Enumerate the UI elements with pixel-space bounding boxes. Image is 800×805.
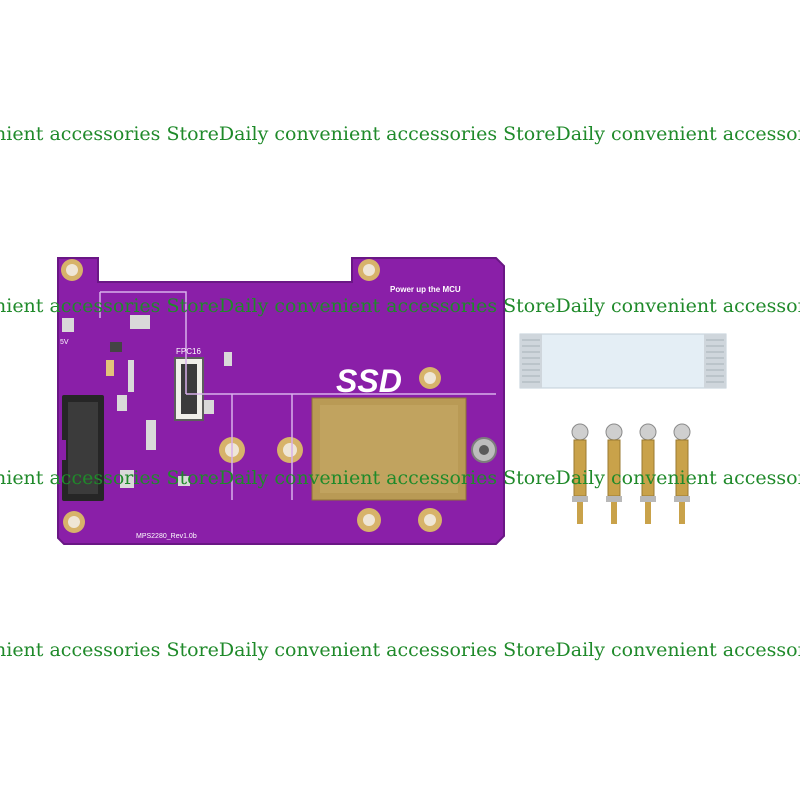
mounting-hole	[61, 259, 83, 281]
watermark-text: nient accessories StoreDaily convenient …	[0, 123, 800, 145]
mounting-hole	[357, 508, 381, 532]
brass-standoff	[673, 423, 691, 524]
mounting-hole	[419, 367, 441, 389]
mounting-hole	[277, 437, 303, 463]
silkscreen-lines	[99, 291, 496, 500]
smd-components	[62, 315, 232, 488]
m2-connector	[60, 395, 104, 501]
ffc-ribbon-cable	[519, 333, 727, 389]
pcb-label-5v: 5V	[60, 339, 69, 346]
fpc-connector	[174, 357, 204, 421]
watermark-text: nient accessories StoreDaily convenient …	[0, 639, 800, 661]
pcb-board: Power up the MCU SSD FPC16 MPS2280_Rev1.…	[57, 257, 505, 545]
pcb-label-ssd: SSD	[336, 363, 402, 399]
pcb-label-model: MPS2280_Rev1.0b	[136, 533, 197, 540]
ssd-pad-area	[311, 397, 467, 501]
pcb-label-fpc: FPC16	[176, 347, 201, 356]
watermark-text: nient accessories StoreDaily convenient …	[0, 467, 800, 489]
mounting-hole	[63, 511, 85, 533]
pcb-label-power: Power up the MCU	[390, 285, 461, 294]
brass-standoff	[639, 423, 657, 524]
mounting-hole	[418, 508, 442, 532]
watermark-text: nient accessories StoreDaily convenient …	[0, 295, 800, 317]
brass-standoff	[605, 423, 623, 524]
standoff-screw	[471, 437, 497, 463]
brass-standoff	[571, 423, 589, 524]
mounting-hole	[358, 259, 380, 281]
